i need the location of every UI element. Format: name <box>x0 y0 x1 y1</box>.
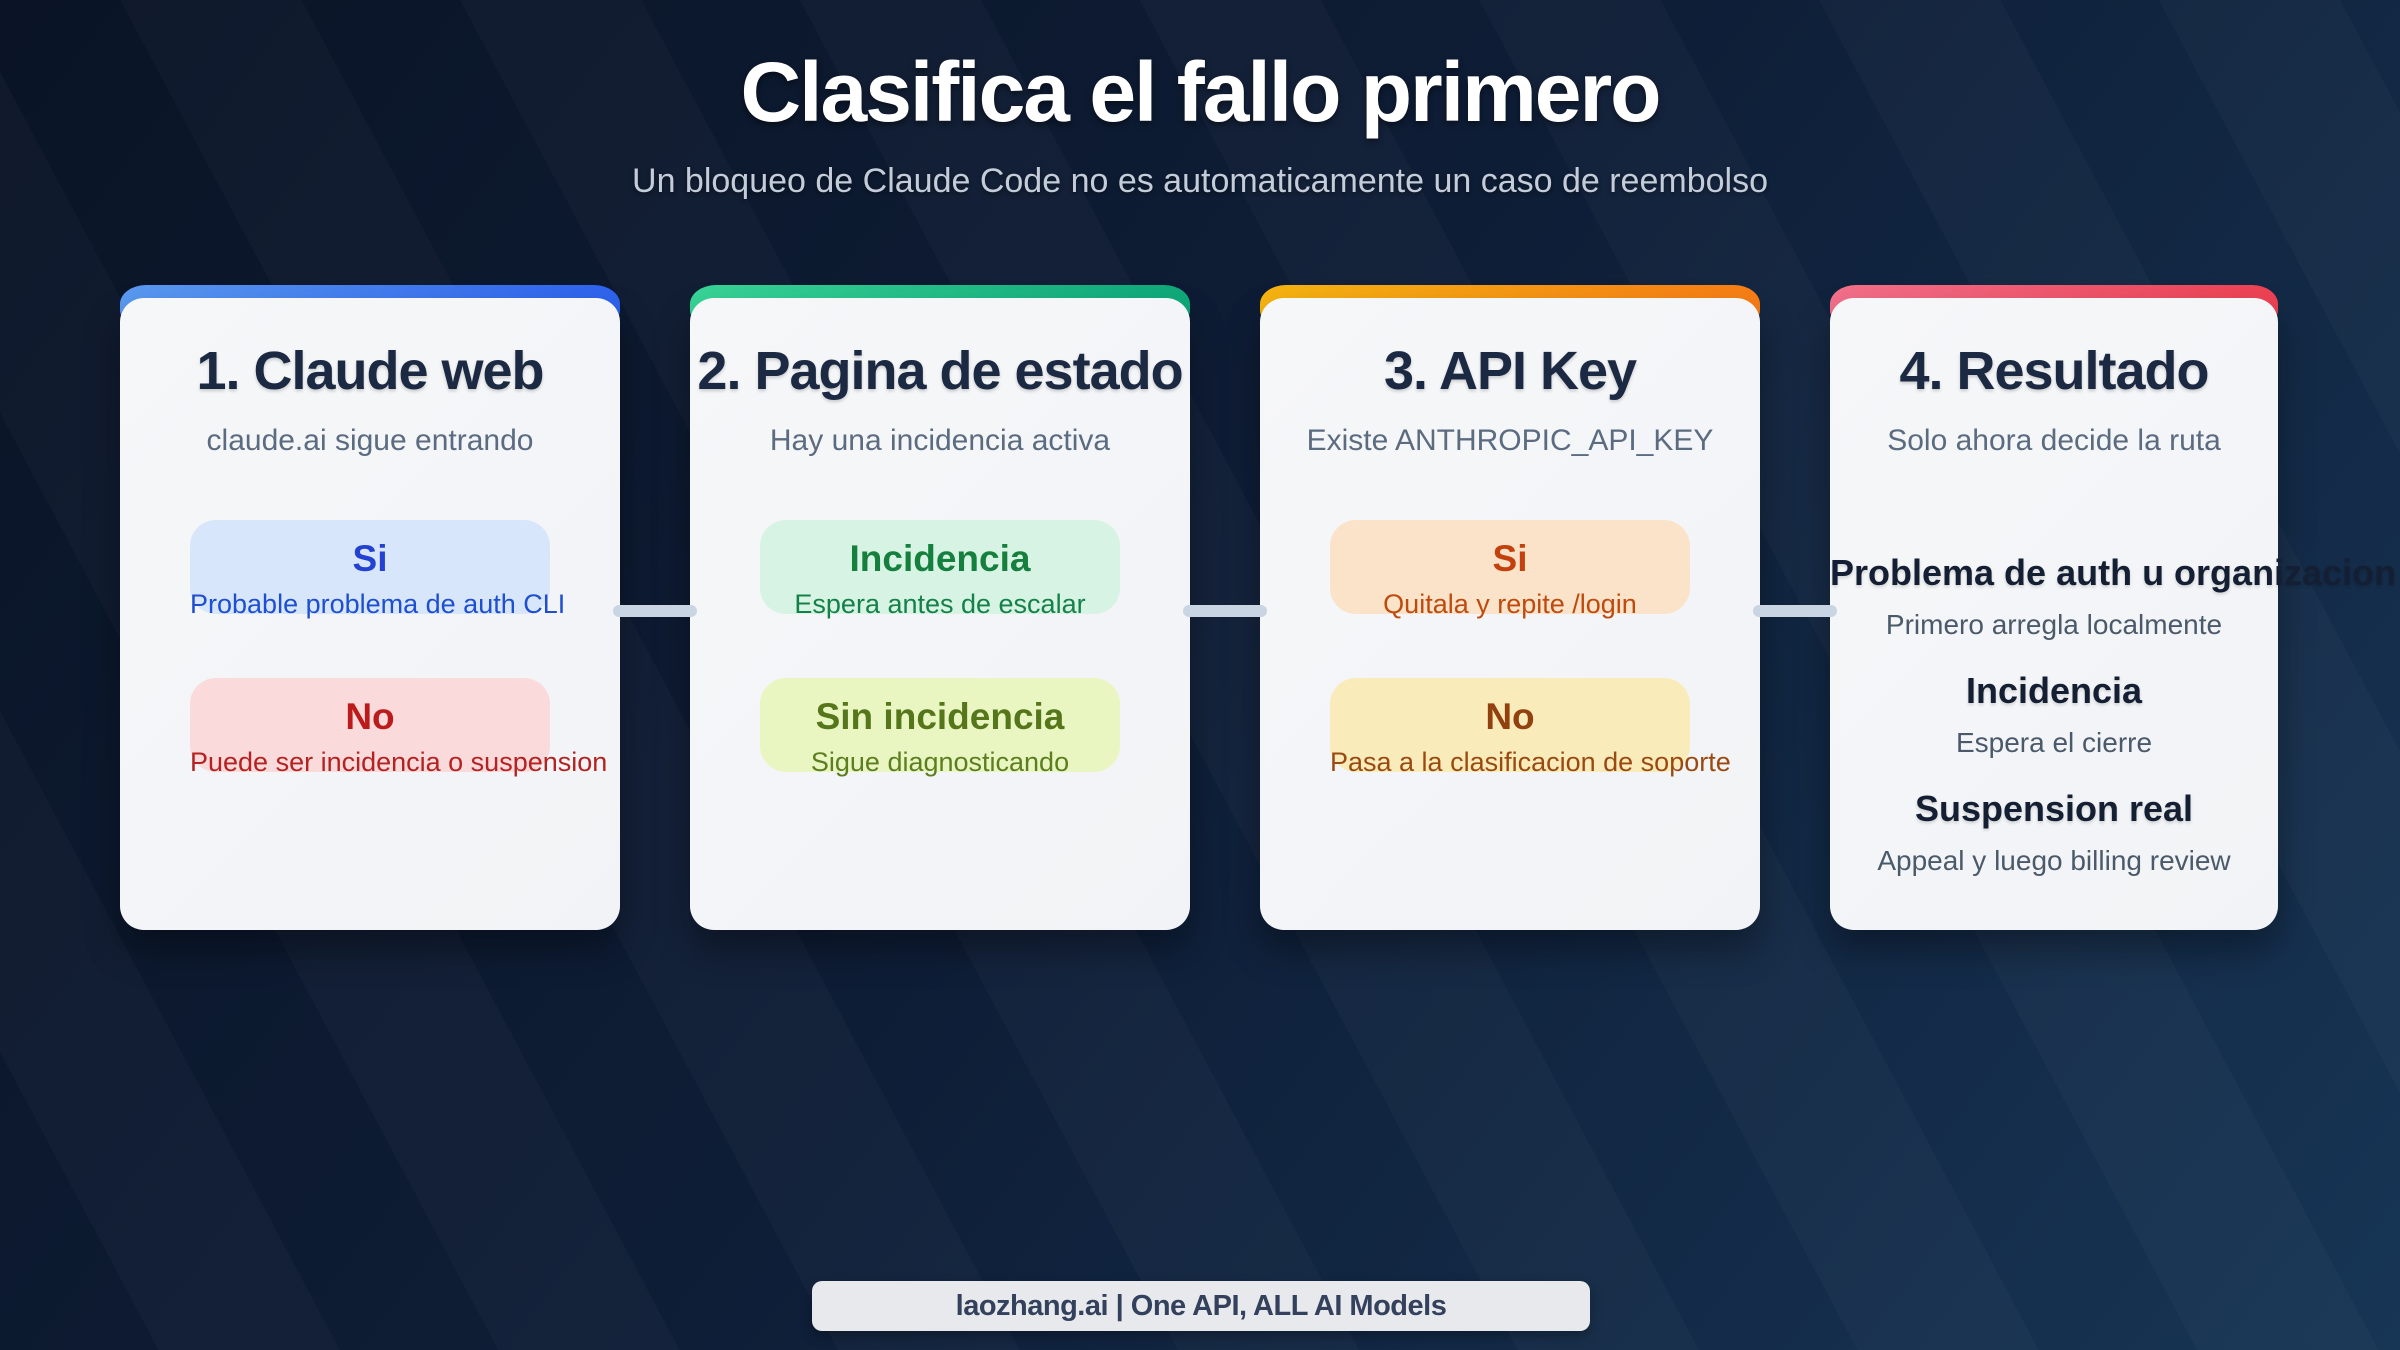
option-pill-si: Si Quitala y repite /login <box>1330 520 1690 619</box>
outcome-detail: Appeal y luego billing review <box>1877 845 2231 876</box>
option-pill-incidencia: Incidencia Espera antes de escalar <box>760 520 1120 619</box>
page-subtitle: Un bloqueo de Claude Code no es automati… <box>632 162 1768 200</box>
option-pill-sin-incidencia: Sin incidencia Sigue diagnosticando <box>760 678 1120 777</box>
card-claude-web: 1. Claude web claude.ai sigue entrando S… <box>120 285 620 930</box>
flow-cards-row: 1. Claude web claude.ai sigue entrando S… <box>120 285 2397 930</box>
outcome-suspension: Suspension real Appeal y luego billing r… <box>1830 788 2278 877</box>
option-pill-si: Si Probable problema de auth CLI <box>190 520 565 619</box>
card-subtitle: claude.ai sigue entrando <box>206 424 534 457</box>
flow-connector <box>613 605 697 617</box>
outcomes-list: Problema de auth u organizacion Primero … <box>1830 552 2397 877</box>
card-title: 4. Resultado <box>1899 341 2209 401</box>
page-title: Clasifica el fallo primero <box>740 45 1661 139</box>
option-detail: Pasa a la clasificacion de soporte <box>1330 746 1731 777</box>
card-api-key: 3. API Key Existe ANTHROPIC_API_KEY Si Q… <box>1260 285 1760 930</box>
card-resultado: 4. Resultado Solo ahora decide la ruta P… <box>1830 285 2397 930</box>
option-label: Sin incidencia <box>815 696 1065 737</box>
card-title: 3. API Key <box>1383 341 1637 401</box>
outcome-auth-problem: Problema de auth u organizacion Primero … <box>1830 552 2397 641</box>
outcome-title: Problema de auth u organizacion <box>1830 552 2397 593</box>
outcome-title: Incidencia <box>1965 670 2143 711</box>
outcome-title: Suspension real <box>1914 788 2194 829</box>
option-detail: Probable problema de auth CLI <box>190 588 566 619</box>
option-label: No <box>1485 696 1535 737</box>
card-subtitle: Existe ANTHROPIC_API_KEY <box>1306 424 1714 457</box>
header: Clasifica el fallo primero Un bloqueo de… <box>0 50 2400 201</box>
option-label: No <box>345 696 395 737</box>
option-label: Incidencia <box>849 538 1031 579</box>
option-pill-no: No Puede ser incidencia o suspension <box>190 678 607 777</box>
option-detail: Puede ser incidencia o suspension <box>190 746 608 777</box>
card-title: 2. Pagina de estado <box>697 341 1183 401</box>
option-label: Si <box>352 538 388 579</box>
card-title: 1. Claude web <box>196 341 544 401</box>
option-pill-no: No Pasa a la clasificacion de soporte <box>1330 678 1731 777</box>
footer-badge-text: laozhang.ai | One API, ALL AI Models <box>955 1289 1447 1322</box>
card-status-page: 2. Pagina de estado Hay una incidencia a… <box>690 285 1190 930</box>
flow-connector <box>1753 605 1837 617</box>
outcome-incidencia: Incidencia Espera el cierre <box>1830 670 2278 759</box>
card-subtitle: Solo ahora decide la ruta <box>1887 424 2221 457</box>
option-detail: Quitala y repite /login <box>1383 588 1637 619</box>
footer-badge: laozhang.ai | One API, ALL AI Models <box>812 1281 1590 1331</box>
outcome-detail: Espera el cierre <box>1955 727 2153 758</box>
option-label: Si <box>1492 538 1528 579</box>
option-detail: Espera antes de escalar <box>794 588 1086 619</box>
card-subtitle: Hay una incidencia activa <box>769 424 1111 457</box>
outcome-detail: Primero arregla localmente <box>1885 609 2223 640</box>
flow-connector <box>1183 605 1267 617</box>
option-detail: Sigue diagnosticando <box>810 746 1070 777</box>
